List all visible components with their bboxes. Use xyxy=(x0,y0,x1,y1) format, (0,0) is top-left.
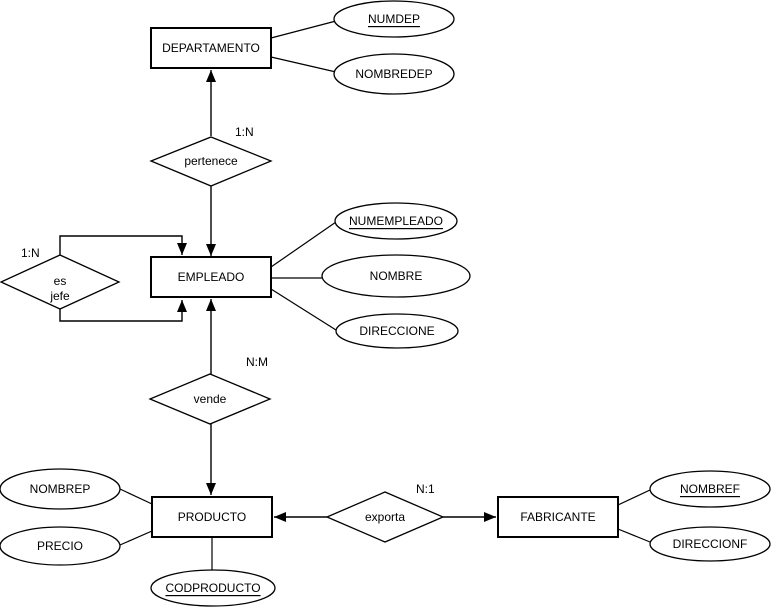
attribute-numdep-label: NUMDEP xyxy=(368,12,420,26)
connector-departamento-numdep xyxy=(270,20,337,39)
attribute-codproducto xyxy=(150,569,276,607)
attribute-nombre-label: NOMBRE xyxy=(370,269,423,283)
attribute-direccionf xyxy=(649,526,771,562)
relationship-es-jefe xyxy=(0,254,121,310)
attribute-nombrep xyxy=(0,468,121,510)
connector-empleado-numempleado xyxy=(270,221,337,268)
relationship-exporta-label: exporta xyxy=(365,510,405,524)
connector-empleado-direccione xyxy=(270,288,337,331)
entity-fabricante xyxy=(497,496,619,538)
connector-departamento-nombredep xyxy=(270,56,337,73)
attribute-nombre xyxy=(321,254,471,298)
relationship-pertenece xyxy=(149,136,273,187)
cardinality-es-jefe: 1:N xyxy=(21,246,40,260)
attribute-nombref xyxy=(649,470,771,508)
relationship-es-jefe-label-line1: es xyxy=(54,274,67,288)
entity-departamento-label: DEPARTAMENTO xyxy=(162,41,260,55)
entity-producto-label: PRODUCTO xyxy=(178,510,246,524)
attribute-direccionf-label: DIRECCIONF xyxy=(673,537,748,551)
connector-producto-precio xyxy=(119,530,153,546)
entity-producto xyxy=(151,496,273,538)
attribute-numdep xyxy=(333,0,455,38)
connector-producto-nombrep xyxy=(119,488,153,505)
attribute-direccione xyxy=(335,313,459,349)
attribute-precio xyxy=(0,526,121,566)
attribute-numempleado xyxy=(334,202,458,240)
connector-fabricante-direccionf xyxy=(617,528,651,543)
entity-fabricante-label: FABRICANTE xyxy=(520,510,595,524)
relationship-exporta xyxy=(325,491,445,543)
cardinality-vende: N:M xyxy=(246,355,268,369)
attribute-nombrep-label: NOMBREP xyxy=(30,482,91,496)
connector-esjefe-to-empleado-top xyxy=(59,235,187,255)
entity-departamento xyxy=(150,27,272,69)
entity-empleado-label: EMPLEADO xyxy=(178,270,245,284)
attribute-nombredep xyxy=(333,53,455,95)
attribute-codproducto-label: CODPRODUCTO xyxy=(165,581,260,595)
relationship-vende xyxy=(148,373,272,425)
cardinality-pertenece: 1:N xyxy=(235,125,254,139)
attribute-nombredep-label: NOMBREDEP xyxy=(355,67,432,81)
cardinality-exporta: N:1 xyxy=(416,482,435,496)
relationship-es-jefe-label-line2: jefe xyxy=(49,289,70,303)
entity-empleado xyxy=(150,256,272,298)
attribute-numempleado-label: NUMEMPLEADO xyxy=(349,214,443,228)
attribute-precio-label: PRECIO xyxy=(37,539,83,553)
connector-esjefe-to-empleado-bottom xyxy=(59,300,187,322)
relationship-vende-label: vende xyxy=(194,392,227,406)
relationship-pertenece-label: pertenece xyxy=(184,154,238,168)
attribute-direccione-label: DIRECCIONE xyxy=(359,324,434,338)
attribute-nombref-label: NOMBREF xyxy=(680,482,740,496)
connector-fabricante-nombref xyxy=(617,489,651,506)
